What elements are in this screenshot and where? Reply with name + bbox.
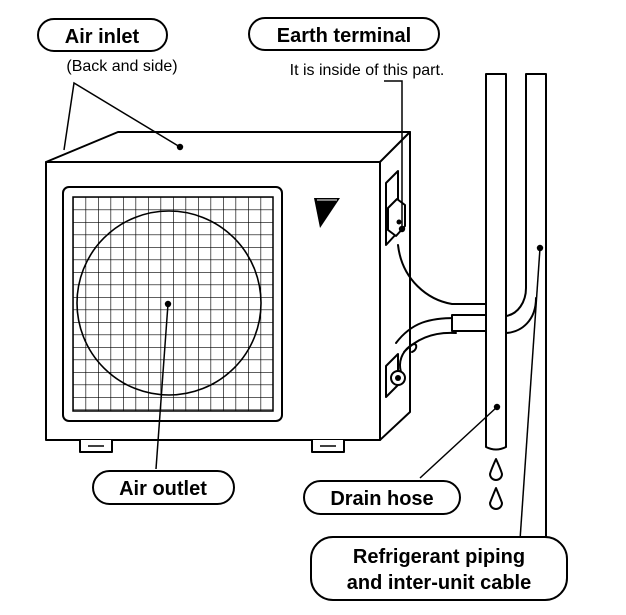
leader-dots (164, 143, 544, 411)
fan-grille (62, 186, 283, 422)
earth-terminal-note: It is inside of this part. (290, 62, 445, 79)
air-outlet-label: Air outlet (92, 470, 235, 505)
drain-hose (485, 73, 507, 510)
refrigerant-text-line2: and inter-unit cable (347, 572, 531, 594)
refrigerant-text-line1: Refrigerant piping (353, 546, 525, 568)
drain-hose-text: Drain hose (330, 488, 433, 510)
air-inlet-label: Air inlet (37, 18, 168, 52)
air-outlet-text: Air outlet (119, 478, 207, 500)
daikin-logo-icon (314, 198, 340, 228)
fan-circle (76, 210, 262, 396)
water-drop-2 (489, 487, 503, 510)
earth-terminal-label: Earth terminal (248, 17, 440, 51)
water-drop-1 (489, 458, 503, 481)
earth-terminal-text: Earth terminal (277, 25, 411, 47)
air-inlet-note: (Back and side) (66, 58, 177, 75)
refrigerant-piping (390, 73, 547, 599)
leader-lines (63, 80, 541, 541)
earth-terminal-panel (385, 170, 406, 398)
unit-top-face (45, 131, 411, 163)
refrigerant-label: Refrigerant piping and inter-unit cable (310, 536, 568, 601)
air-inlet-text: Air inlet (65, 26, 140, 48)
drain-hose-label: Drain hose (303, 480, 461, 515)
